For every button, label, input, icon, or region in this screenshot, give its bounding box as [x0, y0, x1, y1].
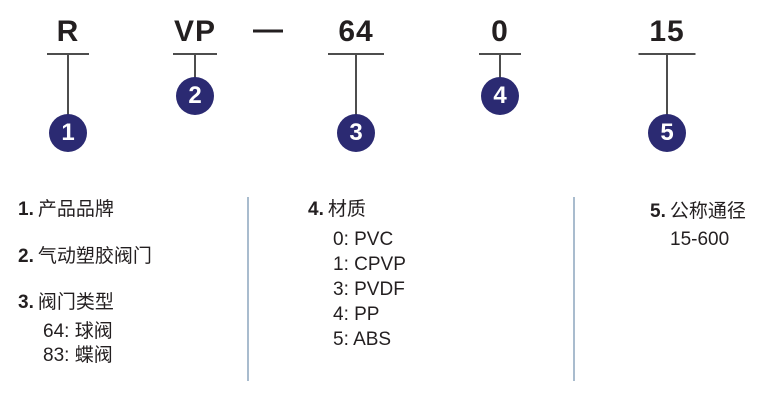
- legend-option: 1: CPVP: [333, 254, 406, 275]
- legend-item-2: 2.气动塑胶阀门: [18, 246, 152, 268]
- connector-line-1: [67, 54, 69, 116]
- code-segment-5: 15 5: [627, 14, 707, 159]
- number-badge-4: 4: [481, 77, 519, 115]
- connector-line-4: [499, 54, 501, 80]
- code-label-2: VP: [173, 15, 217, 48]
- number-badge-5: 5: [648, 114, 686, 152]
- legend-option: 3: PVDF: [333, 279, 405, 300]
- legend-item-1: 1.产品品牌: [18, 199, 114, 221]
- legend-options: 0: PVC 1: CPVP 3: PVDF 4: PP 5: ABS: [333, 227, 406, 352]
- legend-item-number: 5.: [650, 201, 666, 222]
- legend-item-number: 2.: [18, 246, 34, 267]
- code-label-5: 15: [649, 15, 685, 48]
- legend-options: 64: 球阀 83: 蝶阀: [43, 320, 114, 368]
- legend-item-number: 3.: [18, 292, 34, 313]
- legend-item-title: 气动塑胶阀门: [37, 246, 152, 267]
- legend-item-4: 4.材质 0: PVC 1: CPVP 3: PVDF 4: PP 5: ABS: [308, 199, 406, 352]
- code-segment-3: 64 3: [316, 14, 396, 159]
- code-label-1: R: [56, 15, 80, 48]
- column-divider-1: [247, 197, 249, 381]
- legend-item-title: 产品品牌: [37, 199, 114, 220]
- number-badge-1: 1: [49, 114, 87, 152]
- code-label-3: 64: [338, 15, 374, 48]
- legend-item-title: 公称通径: [669, 201, 746, 222]
- legend-option: 0: PVC: [333, 229, 394, 250]
- legend-option: 15-600: [670, 229, 730, 250]
- number-badge-3: 3: [337, 114, 375, 152]
- legend-item-number: 1.: [18, 199, 34, 220]
- legend-option: 5: ABS: [333, 329, 392, 350]
- legend-option: 83: 蝶阀: [43, 345, 113, 366]
- connector-line-3: [355, 54, 357, 116]
- code-segment-2: VP 2: [155, 14, 235, 159]
- legend-option: 4: PP: [333, 304, 380, 325]
- code-separator-dash: —: [253, 13, 283, 46]
- legend-item-title: 材质: [327, 199, 366, 220]
- connector-line-5: [666, 54, 668, 116]
- legend-item-title: 阀门类型: [37, 292, 114, 313]
- legend-options: 15-600: [670, 228, 746, 252]
- connector-line-2: [194, 54, 196, 80]
- code-segment-4: 0 4: [460, 14, 540, 159]
- legend-item-5: 5.公称通径 15-600: [650, 201, 746, 252]
- code-label-4: 0: [491, 15, 509, 48]
- legend-item-number: 4.: [308, 199, 324, 220]
- number-badge-2: 2: [176, 77, 214, 115]
- legend-item-3: 3.阀门类型 64: 球阀 83: 蝶阀: [18, 292, 114, 368]
- code-segment-1: R 1: [28, 14, 108, 159]
- legend-option: 64: 球阀: [43, 321, 113, 342]
- column-divider-2: [573, 197, 575, 381]
